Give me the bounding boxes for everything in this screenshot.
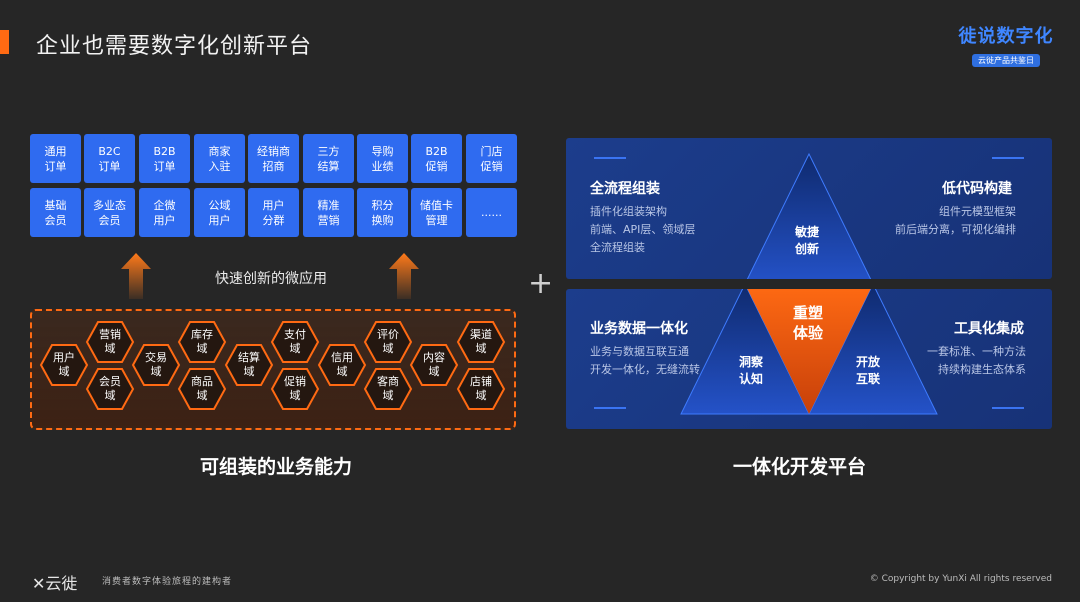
panel-desc-low-code: 组件元模型框架 前后端分离，可视化编排 xyxy=(895,205,1016,236)
micro-app-tile: 门店 促销 xyxy=(466,134,517,183)
domain-hexagon: 商品 域 xyxy=(177,367,227,411)
domain-hexagon: 店铺 域 xyxy=(456,367,506,411)
domain-hexagon-label: 内容 域 xyxy=(423,351,445,378)
panel-title-low-code: 低代码构建 xyxy=(942,181,1012,197)
brand-mark-icon: ✕ xyxy=(32,574,46,593)
title-accent-bar xyxy=(0,30,9,54)
micro-app-tile: 精准 营销 xyxy=(303,188,354,237)
domain-hexagon: 用户 域 xyxy=(39,343,89,387)
domain-hexagon: 营销 域 xyxy=(85,320,135,364)
micro-app-tile: 经销商 招商 xyxy=(248,134,299,183)
micro-app-tile: 用户 分群 xyxy=(248,188,299,237)
domain-hexagon-label: 支付 域 xyxy=(284,328,306,355)
micro-app-tile: 三方 结算 xyxy=(303,134,354,183)
up-arrow-icon xyxy=(389,253,419,299)
panel-desc-biz-data: 业务与数据互联互通 开发一体化，无缝流转 xyxy=(590,345,700,376)
slide-title: 企业也需要数字化创新平台 xyxy=(36,34,313,59)
domain-hexagon: 结算 域 xyxy=(224,343,274,387)
domain-hexagon: 会员 域 xyxy=(85,367,135,411)
triangle-label-insight: 洞察 认知 xyxy=(739,355,764,386)
domain-hexagon-label: 店铺 域 xyxy=(470,375,492,402)
domain-hexagon-label: 客商 域 xyxy=(377,375,399,402)
domain-hexagon-label: 库存 域 xyxy=(191,328,213,355)
triangle-label-agile: 敏捷 创新 xyxy=(795,225,820,256)
micro-app-tile: 积分 换购 xyxy=(357,188,408,237)
footer-brand-text: 云徙 xyxy=(45,574,78,593)
panel-title-biz-data: 业务数据一体化 xyxy=(590,321,688,337)
micro-app-tile: B2C 订单 xyxy=(84,134,135,183)
domain-hexagon: 交易 域 xyxy=(131,343,181,387)
right-caption: 一体化开发平台 xyxy=(733,456,867,478)
micro-app-tile: 商家 入驻 xyxy=(194,134,245,183)
domain-hexagon-label: 信用 域 xyxy=(331,351,353,378)
domain-hexagon-label: 结算 域 xyxy=(238,351,260,378)
up-arrow-icon xyxy=(121,253,151,299)
logo-subtext: 云徙产品共鉴日 xyxy=(972,54,1040,67)
micro-app-tile: 企微 用户 xyxy=(139,188,190,237)
triangle-label-open: 开放 互联 xyxy=(856,355,881,386)
micro-app-tile: B2B 促销 xyxy=(411,134,462,183)
brand-logo: 徙说数字化 云徙产品共鉴日 xyxy=(958,26,1054,67)
domain-hexagon: 客商 域 xyxy=(363,367,413,411)
triangle-label-experience: 重塑 体验 xyxy=(793,304,824,342)
micro-app-label: 快速创新的微应用 xyxy=(215,271,327,287)
domain-hexagon-label: 会员 域 xyxy=(99,375,121,402)
panel-title-tooling: 工具化集成 xyxy=(954,321,1024,337)
plus-sign: + xyxy=(528,266,554,301)
domain-hexagon: 支付 域 xyxy=(270,320,320,364)
micro-app-tile: B2B 订单 xyxy=(139,134,190,183)
domain-hexagon-label: 商品 域 xyxy=(191,375,213,402)
panel-title-full-flow: 全流程组装 xyxy=(590,181,660,197)
domain-hexagon-label: 渠道 域 xyxy=(470,328,492,355)
micro-app-tile: 基础 会员 xyxy=(30,188,81,237)
panel-desc-full-flow: 插件化组装架构 前端、API层、领域层 全流程组装 xyxy=(590,205,696,254)
panel-desc-tooling: 一套标准、一种方法 持续构建生态体系 xyxy=(927,345,1026,376)
micro-app-tile: 储值卡 管理 xyxy=(411,188,462,237)
domain-hexagon-label: 交易 域 xyxy=(145,351,167,378)
domain-hexagon: 渠道 域 xyxy=(456,320,506,364)
footer-slogan: 消费者数字体验旅程的建构者 xyxy=(102,577,233,587)
domain-hexagon-label: 促销 域 xyxy=(284,375,306,402)
micro-app-tile: 导购 业绩 xyxy=(357,134,408,183)
domain-hexagon-label: 营销 域 xyxy=(99,328,121,355)
domain-hexagon-label: 用户 域 xyxy=(53,351,75,378)
left-caption: 可组装的业务能力 xyxy=(200,456,353,478)
domain-hexagon: 信用 域 xyxy=(317,343,367,387)
domain-hexagon: 内容 域 xyxy=(409,343,459,387)
domain-hexagon: 促销 域 xyxy=(270,367,320,411)
domain-hexagon: 库存 域 xyxy=(177,320,227,364)
copyright-text: © Copyright by YunXi All rights reserved xyxy=(869,574,1052,584)
domain-hexagon: 评价 域 xyxy=(363,320,413,364)
micro-app-tile: 公域 用户 xyxy=(194,188,245,237)
micro-app-tile: 通用 订单 xyxy=(30,134,81,183)
footer-brand: ✕云徙 xyxy=(32,570,77,594)
micro-app-tile: ...... xyxy=(466,188,517,237)
micro-app-tile: 多业态 会员 xyxy=(84,188,135,237)
domain-hexagon-label: 评价 域 xyxy=(377,328,399,355)
triangle-graphic xyxy=(566,152,1052,415)
logo-text: 徙说数字化 xyxy=(958,26,1054,47)
